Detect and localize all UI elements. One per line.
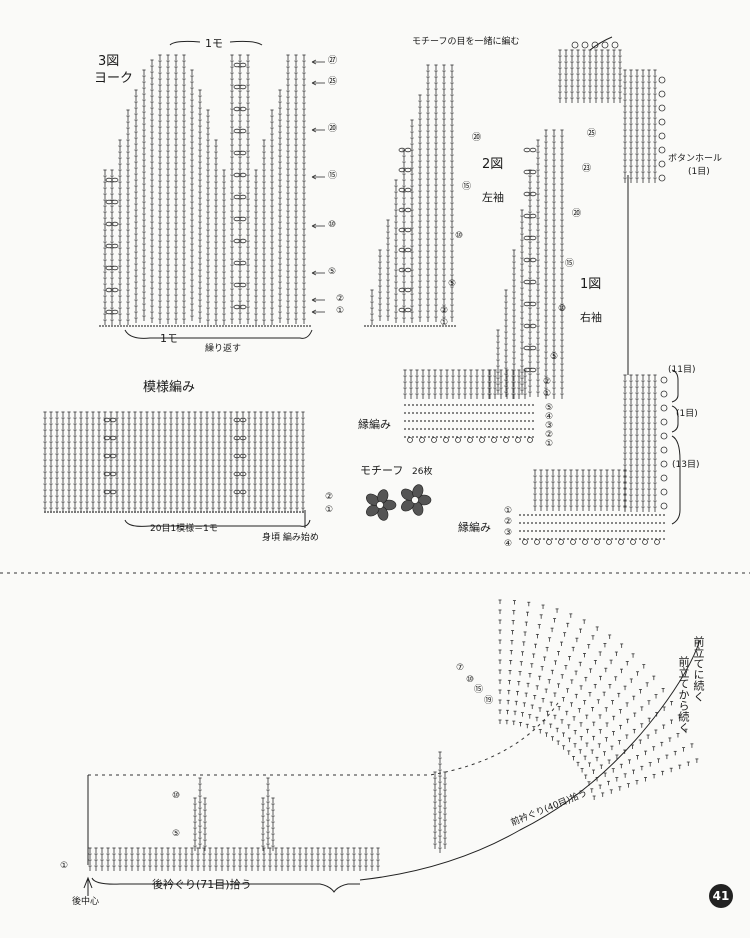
right-sleeve-row-10: ⑩ bbox=[558, 304, 567, 314]
yoke-top-label: 1モ bbox=[205, 37, 223, 50]
right-sleeve-subtitle: 右袖 bbox=[580, 311, 602, 324]
yoke-row-20: ⑳ bbox=[328, 124, 338, 134]
yoke-row-1: ① bbox=[336, 306, 345, 316]
collar-row-10a: ⑩ bbox=[466, 675, 475, 685]
yoke-row-25: ㉕ bbox=[328, 77, 338, 87]
band-top-note: モチーフの目を一緒に編む bbox=[412, 37, 520, 47]
yoke-row-27: ㉗ bbox=[328, 56, 338, 66]
collar-right-note-1: 前立てに続く bbox=[692, 636, 705, 702]
right-sleeve-edge-label: 縁編み bbox=[358, 418, 391, 431]
collar-row-7: ⑦ bbox=[456, 663, 465, 673]
front-band-chart bbox=[519, 36, 681, 545]
pattern-row-1: ① bbox=[325, 505, 334, 515]
pattern-row-2: ② bbox=[325, 492, 334, 502]
band-count-11: (11目) bbox=[668, 365, 696, 375]
yoke-title: 3図 bbox=[98, 54, 120, 69]
collar-row-10: ⑩ bbox=[172, 791, 181, 801]
right-sleeve-edge-4: ④ bbox=[545, 412, 554, 422]
motif-count: 26枚 bbox=[412, 467, 433, 477]
left-sleeve-row-2: ② bbox=[440, 306, 449, 316]
yoke-chart bbox=[99, 40, 325, 339]
band-edge-2: ② bbox=[504, 517, 513, 527]
collar-row-19: ⑲ bbox=[484, 696, 494, 706]
yoke-repeat-label: 繰り返す bbox=[205, 344, 242, 354]
collar-right-note-2: 前立てから続く bbox=[677, 656, 690, 733]
collar-row-1: ① bbox=[60, 861, 69, 871]
pattern-start-label: 身頃 編み始め bbox=[262, 533, 319, 543]
right-sleeve-row-25: ㉕ bbox=[587, 129, 597, 139]
band-buttonhole-count: (1目) bbox=[688, 167, 710, 177]
right-sleeve-row-2: ② bbox=[543, 377, 552, 387]
left-sleeve-chart bbox=[364, 64, 456, 327]
collar-center-label: 後中心 bbox=[72, 897, 100, 907]
left-sleeve-row-15: ⑮ bbox=[462, 182, 472, 192]
yoke-bottom-label: 1モ bbox=[160, 332, 178, 345]
right-sleeve-edge-2: ② bbox=[545, 430, 554, 440]
right-sleeve-row-20: ⑳ bbox=[572, 209, 582, 219]
band-edge-1: ① bbox=[504, 506, 513, 516]
yoke-row-2: ② bbox=[336, 294, 345, 304]
right-sleeve-row-15: ⑮ bbox=[565, 259, 575, 269]
pattern-bottom-label: 20目1模様＝1モ bbox=[150, 524, 218, 534]
collar-back-label: 後衿ぐり(71目)拾う bbox=[152, 878, 252, 891]
left-sleeve-row-10: ⑩ bbox=[455, 231, 464, 241]
right-sleeve-row-23: ㉓ bbox=[582, 164, 592, 174]
right-sleeve-edge-5: ⑤ bbox=[545, 403, 554, 413]
left-sleeve-row-5: ⑤ bbox=[448, 279, 457, 289]
band-edge-3: ③ bbox=[504, 528, 513, 538]
collar-chart bbox=[83, 599, 701, 896]
yoke-row-15: ⑮ bbox=[328, 171, 338, 181]
left-sleeve-row-1: ① bbox=[440, 318, 449, 328]
collar-row-5: ⑤ bbox=[172, 829, 181, 839]
right-sleeve-row-5: ⑤ bbox=[550, 352, 559, 362]
motif-flowers bbox=[366, 484, 432, 521]
band-edge-4: ④ bbox=[504, 539, 513, 549]
left-sleeve-title: 2図 bbox=[482, 157, 504, 172]
yoke-row-10: ⑩ bbox=[328, 220, 337, 230]
pattern-chart bbox=[43, 411, 311, 528]
band-count-13: (13目) bbox=[672, 460, 700, 470]
motif-title: モチーフ bbox=[360, 464, 404, 477]
right-sleeve-row-1: ① bbox=[543, 389, 552, 399]
left-sleeve-subtitle: 左袖 bbox=[482, 191, 504, 204]
yoke-row-5: ⑤ bbox=[328, 267, 337, 277]
right-sleeve-title: 1図 bbox=[580, 277, 602, 292]
band-count-1: (1目) bbox=[676, 409, 698, 419]
band-buttonhole: ボタンホール bbox=[668, 154, 723, 164]
page-number: 41 bbox=[709, 884, 733, 908]
yoke-subtitle: ヨーク bbox=[94, 71, 134, 86]
pattern-title: 模様編み bbox=[143, 380, 196, 395]
collar-row-15: ⑮ bbox=[474, 685, 484, 695]
right-sleeve-chart bbox=[403, 129, 564, 443]
band-edge-label: 縁編み bbox=[458, 521, 491, 534]
left-sleeve-row-20: ⑳ bbox=[472, 133, 482, 143]
right-sleeve-edge-1: ① bbox=[545, 439, 554, 449]
right-sleeve-edge-3: ③ bbox=[545, 421, 554, 431]
